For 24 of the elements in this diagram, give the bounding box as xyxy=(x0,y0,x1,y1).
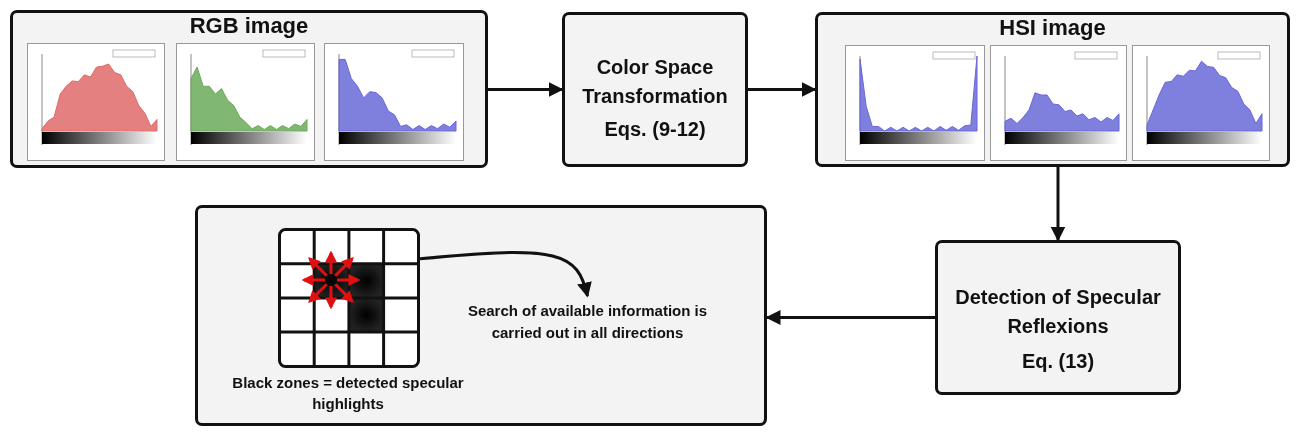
arrow xyxy=(765,310,935,325)
histogram-drawing xyxy=(1132,45,1270,161)
process-title: Detection of Specular Reflexions xyxy=(954,285,1162,339)
annotation-text: Search of available information is carried out in all directions xyxy=(466,301,709,343)
group-box xyxy=(10,10,488,168)
arrow xyxy=(488,82,564,97)
histogram-drawing xyxy=(324,43,464,161)
grid-caption: Black zones = detected specular highlights xyxy=(231,373,465,414)
process-box xyxy=(562,12,748,167)
equation-ref: Eq. (13) xyxy=(1020,349,1096,374)
process-box xyxy=(935,240,1181,395)
histogram-drawing xyxy=(990,45,1127,161)
box-title: HSI image xyxy=(998,15,1107,41)
histogram-drawing xyxy=(845,45,985,161)
histogram-drawing xyxy=(27,43,165,161)
arrow xyxy=(1050,167,1066,242)
arrow xyxy=(419,251,592,298)
process-title: Color Space Transformation xyxy=(581,55,729,109)
arrow xyxy=(748,82,817,97)
group-box xyxy=(815,12,1290,167)
panel-box xyxy=(195,205,767,426)
histogram-drawing xyxy=(176,43,315,161)
equation-ref: Eqs. (9-12) xyxy=(603,117,707,142)
box-title: RGB image xyxy=(188,13,310,39)
